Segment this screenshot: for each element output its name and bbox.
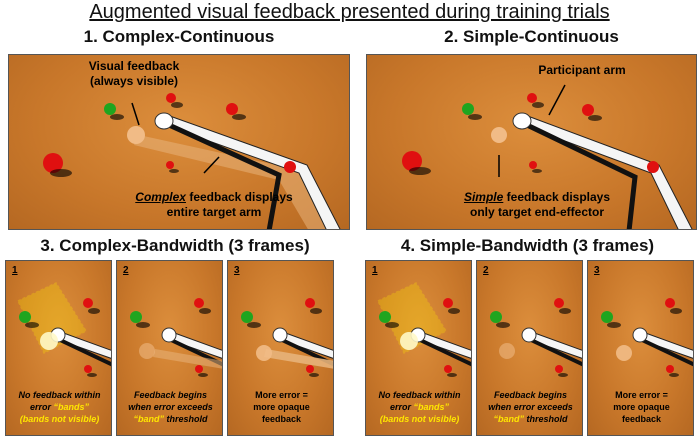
- caption-line: Feedback begins: [133, 390, 208, 400]
- complex-caption: Complex feedback displays entire target …: [129, 190, 299, 220]
- caption-line: (bands not visible): [19, 414, 100, 424]
- caption-line: feedback: [621, 414, 662, 424]
- band-term: “band”: [133, 414, 164, 424]
- caption-text: error: [29, 402, 51, 412]
- caption-line: “band” threshold: [479, 413, 582, 425]
- frame-number: 2: [123, 265, 129, 276]
- caption-line: more opaque: [613, 402, 670, 412]
- label-line: (always visible): [89, 74, 179, 88]
- panel-4-title: 4. Simple-Bandwidth (3 frames): [400, 236, 655, 255]
- caption-text: threshold: [523, 414, 568, 424]
- caption-line-2: entire target arm: [166, 205, 262, 219]
- caption-text: error: [389, 402, 411, 412]
- band-term: “band”: [493, 414, 524, 424]
- scene-illustration: [376, 282, 471, 377]
- caption-line: More error =: [255, 390, 308, 400]
- caption-line: feedback: [261, 414, 302, 424]
- panel-3-title: 3. Complex-Bandwidth (3 frames): [40, 236, 310, 255]
- frame-number: 3: [234, 265, 240, 276]
- caption-line: error “bands”: [8, 401, 111, 413]
- scene-illustration: [601, 298, 693, 377]
- frame-caption: Feedback begins when error exceeds“band” …: [119, 389, 222, 425]
- scene-illustration: [402, 84, 693, 229]
- caption-rest: feedback displays: [503, 190, 611, 204]
- participant-arm-label: Participant arm: [538, 63, 626, 77]
- band-term: “bands”: [53, 402, 90, 412]
- caption-line-2: only target end-effector: [469, 205, 604, 219]
- frame-caption: More error = more opaque feedback: [230, 389, 333, 425]
- panel-1-scene: Visual feedback (always visible) Complex…: [8, 54, 350, 230]
- caption-line: error “bands”: [368, 401, 471, 413]
- frame-number: 2: [483, 265, 489, 276]
- caption-line: (bands not visible): [379, 414, 460, 424]
- caption-text: threshold: [163, 414, 208, 424]
- panel-2-title: 2. Simple-Continuous: [444, 27, 619, 46]
- caption-emphasis: Simple: [463, 190, 504, 204]
- scene-illustration: [241, 298, 333, 377]
- scene-illustration: [43, 93, 341, 229]
- label-line: Visual feedback: [88, 59, 180, 73]
- frame-number: 1: [12, 265, 18, 276]
- figure-title: Augmented visual feedback presented duri…: [89, 1, 610, 23]
- caption-line-1: Complex feedback displays: [129, 190, 299, 205]
- visual-feedback-label: Visual feedback (always visible): [69, 59, 199, 89]
- caption-line: more opaque: [253, 402, 310, 412]
- frame-caption: More error = more opaque feedback: [590, 389, 693, 425]
- frame-caption: Feedback begins when error exceeds“band” …: [479, 389, 582, 425]
- simple-caption: Simple feedback displays only target end…: [447, 190, 627, 220]
- caption-line: No feedback within: [378, 390, 461, 400]
- frame-number: 1: [372, 265, 378, 276]
- caption-line: when error exceeds: [488, 402, 573, 412]
- panel-2-scene: Participant arm Simple feedback displays…: [366, 54, 697, 230]
- caption-line: No feedback within: [18, 390, 101, 400]
- scene-illustration: [16, 282, 111, 377]
- caption-emphasis: Complex: [135, 190, 186, 204]
- frame-number: 3: [594, 265, 600, 276]
- caption-rest: feedback displays: [185, 190, 293, 204]
- band-term: “bands”: [413, 402, 450, 412]
- scene-illustration: [490, 298, 582, 377]
- caption-line: More error =: [615, 390, 668, 400]
- caption-line: “band” threshold: [119, 413, 222, 425]
- caption-line: when error exceeds: [128, 402, 213, 412]
- caption-line: Feedback begins: [493, 390, 568, 400]
- scene-illustration: [130, 298, 222, 377]
- caption-line-1: Simple feedback displays: [447, 190, 627, 205]
- panel-1-title: 1. Complex-Continuous: [83, 27, 275, 46]
